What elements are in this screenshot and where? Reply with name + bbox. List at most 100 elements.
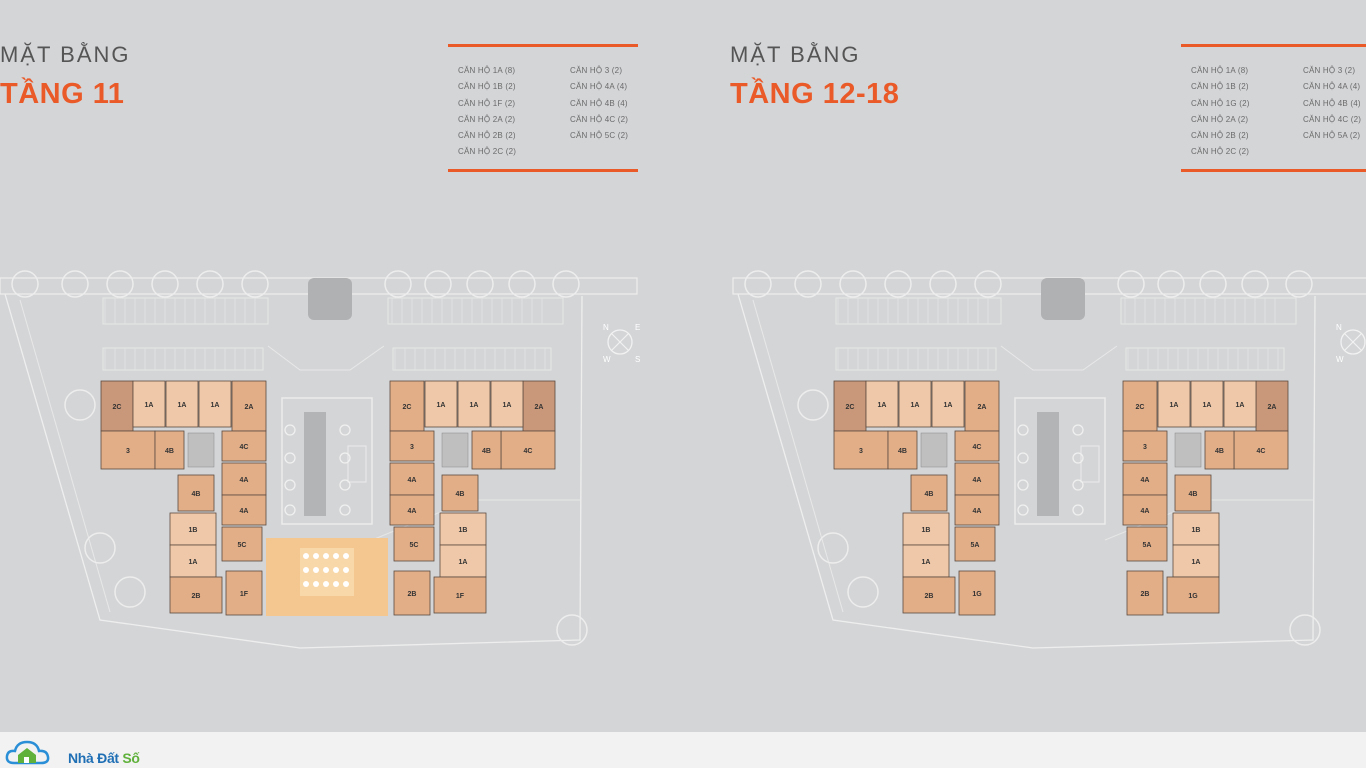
unit-block	[221, 430, 267, 462]
unit-block	[833, 380, 867, 432]
tree-icon	[384, 270, 412, 298]
parking-row	[387, 297, 564, 325]
parking-row	[102, 347, 264, 371]
unit-label: 2B	[192, 593, 201, 600]
tree-icon	[552, 270, 580, 298]
compass-line	[611, 333, 629, 351]
unit-label: 1F	[240, 591, 249, 598]
brand-logo-accent: Số	[122, 750, 140, 766]
tree-icon	[1157, 270, 1185, 298]
unit-label: 4B	[1189, 491, 1198, 498]
unit-label: 1A	[437, 402, 446, 409]
tree-icon	[839, 270, 867, 298]
courtyard-lamp	[339, 479, 351, 491]
tree-icon	[744, 270, 772, 298]
unit-block	[1223, 380, 1257, 428]
legend-item: CĂN HỘ 2B (2)	[458, 131, 516, 141]
unit-label: 1A	[1192, 559, 1201, 566]
amenity-seat	[323, 553, 329, 559]
unit-label: 4C	[524, 448, 533, 455]
unit-block	[865, 380, 899, 428]
unit-label: 2B	[925, 593, 934, 600]
compass-label: N	[1336, 323, 1342, 332]
compass-label: S	[635, 355, 640, 364]
legend-col-2: CĂN HỘ 3 (2) CĂN HỘ 4A (4) CĂN HỘ 4B (4)…	[570, 63, 628, 144]
amenity-seat	[323, 581, 329, 587]
unit-label: 1A	[503, 402, 512, 409]
house-cloud-icon	[5, 740, 50, 765]
parking-row	[392, 347, 552, 371]
legend-item: CĂN HỘ 1G (2)	[1191, 98, 1250, 108]
courtyard-lamp	[1072, 479, 1084, 491]
courtyard-lamp	[339, 504, 351, 516]
amenity-seat	[313, 567, 319, 573]
courtyard-lamp	[339, 452, 351, 464]
unit-block	[910, 474, 948, 512]
unit-label: 1B	[922, 527, 931, 534]
unit-label: 4A	[240, 477, 249, 484]
courtyard-lamp	[284, 424, 296, 436]
unit-label: 1A	[878, 402, 887, 409]
legend-item: CĂN HỘ 1B (2)	[1191, 82, 1249, 92]
panel-title-small: MẶT BẰNG	[730, 42, 861, 67]
parking-row	[1125, 347, 1285, 371]
courtyard-lamp	[1072, 504, 1084, 516]
legend-item: CĂN HỘ 4C (2)	[1303, 114, 1362, 124]
unit-block	[902, 576, 956, 614]
unit-label: 4B	[925, 491, 934, 498]
courtyard-lamp	[284, 504, 296, 516]
compass-label: W	[603, 355, 611, 364]
unit-label: 1A	[911, 402, 920, 409]
unit-block	[169, 544, 217, 578]
tree-icon	[106, 270, 134, 298]
unit-label: 4B	[165, 448, 174, 455]
unit-block	[954, 462, 1000, 496]
legend-item: CĂN HỘ 4A (4)	[570, 82, 628, 92]
unit-label: 1G	[972, 591, 982, 598]
unit-block	[1172, 544, 1220, 578]
unit-block	[1166, 576, 1220, 614]
unit-label: 5A	[1143, 542, 1152, 549]
lift-core	[187, 432, 215, 468]
tree-icon	[64, 389, 96, 421]
site-boundary-inner	[19, 299, 111, 613]
unit-legend: CĂN HỘ 1A (8) CĂN HỘ 1B (2) CĂN HỘ 1F (2…	[448, 44, 638, 172]
compass-icon	[607, 329, 633, 355]
tree-icon	[241, 270, 269, 298]
tree-icon	[1117, 270, 1145, 298]
unit-label: 5C	[410, 542, 419, 549]
legend-item: CĂN HỘ 1F (2)	[458, 98, 516, 108]
unit-block	[221, 494, 267, 526]
unit-block	[1122, 494, 1168, 526]
unit-block	[471, 430, 502, 470]
pool	[304, 412, 326, 516]
site-boundary	[737, 293, 1316, 649]
legend-item: CĂN HỘ 2B (2)	[1191, 131, 1249, 141]
unit-block	[433, 576, 487, 614]
unit-block	[1126, 570, 1164, 616]
unit-label: 1A	[178, 402, 187, 409]
unit-block	[424, 380, 458, 428]
unit-label: 1B	[1192, 527, 1201, 534]
legend-item: CĂN HỘ 5C (2)	[570, 131, 629, 141]
site-boundary-inner	[752, 299, 844, 613]
lift-core	[441, 432, 469, 468]
courtyard-lamp	[1072, 424, 1084, 436]
unit-block	[954, 494, 1000, 526]
courtyard-lamp	[284, 452, 296, 464]
brand-logo-main: Nhà Đất	[68, 750, 123, 766]
floor-plan-panel-11: MẶT BẰNG TẦNG 11 CĂN HỘ 1A (8) CĂN HỘ 1B…	[0, 0, 683, 732]
tree-icon	[974, 270, 1002, 298]
unit-label: 4A	[408, 508, 417, 515]
site-plan-drawing: NEWS2C1A1A1A2A34B4C4A4A4B1B1A5A2B1G2A1A1…	[732, 270, 1366, 649]
amenity-seat	[333, 581, 339, 587]
unit-label: 4B	[898, 448, 907, 455]
unit-label: 4C	[240, 444, 249, 451]
unit-block	[1122, 430, 1168, 462]
unit-label: 1A	[944, 402, 953, 409]
tree-icon	[84, 532, 116, 564]
